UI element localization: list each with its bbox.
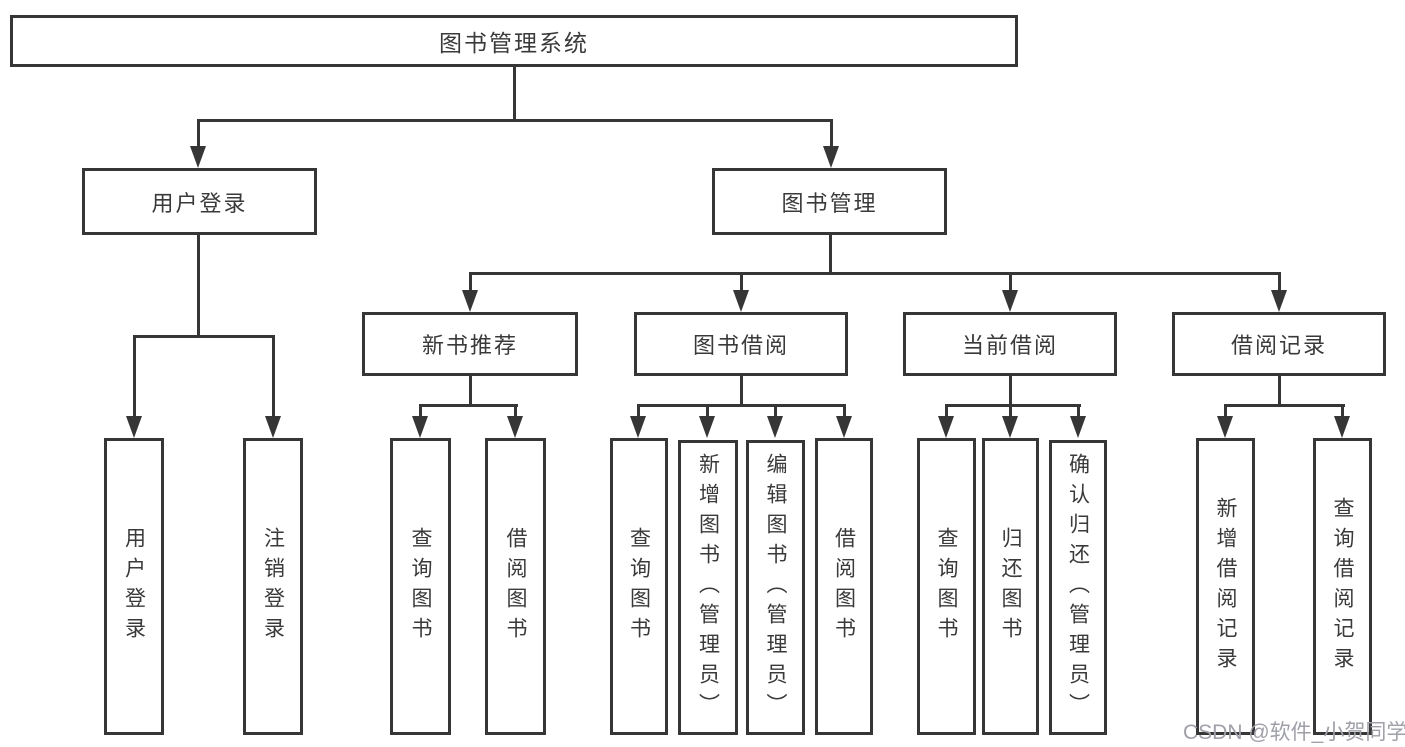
arrowhead-icon — [733, 290, 749, 312]
arrowhead-icon — [462, 290, 478, 312]
arrowhead-icon — [507, 416, 523, 438]
node-current-borrow: 当前借阅 — [903, 312, 1117, 376]
node-label: 编辑图书（管理员） — [764, 452, 787, 723]
leaf-user-login: 用户登录 — [104, 438, 164, 735]
leaf-query-book-borrow: 查询图书 — [610, 438, 668, 735]
arrowhead-icon — [265, 416, 281, 438]
connector-line — [419, 404, 422, 418]
connector-line — [1278, 376, 1281, 407]
leaf-return-book: 归还图书 — [982, 438, 1039, 735]
arrowhead-icon — [836, 416, 852, 438]
leaf-logout: 注销登录 — [243, 438, 303, 735]
connector-line — [1278, 272, 1281, 292]
arrowhead-icon — [938, 416, 954, 438]
arrowhead-icon — [190, 146, 206, 168]
csdn-watermark: CSDN @软件_小贺同学 — [1183, 721, 1405, 744]
connector-line — [1341, 404, 1344, 418]
arrowhead-icon — [767, 416, 783, 438]
arrowhead-icon — [126, 416, 142, 438]
node-book-management: 图书管理 — [712, 168, 947, 235]
node-label: 查询图书 — [409, 526, 432, 647]
arrowhead-icon — [630, 416, 646, 438]
connector-line — [706, 404, 709, 418]
connector-line — [1009, 272, 1012, 292]
connector-line — [469, 376, 472, 407]
leaf-add-book-admin: 新增图书（管理员） — [678, 440, 738, 735]
node-label: 注销登录 — [261, 526, 285, 647]
arrowhead-icon — [1070, 416, 1086, 438]
leaf-borrow-book-recommend: 借阅图书 — [485, 438, 546, 735]
node-label: 图书管理系统 — [439, 30, 589, 56]
connector-line — [133, 335, 275, 338]
node-label: 查询借阅记录 — [1331, 496, 1354, 677]
node-label: 借阅图书 — [504, 526, 527, 647]
node-label: 借阅图书 — [832, 526, 856, 647]
node-label: 归还图书 — [999, 526, 1022, 647]
node-label: 用户登录 — [122, 526, 146, 647]
connector-line — [1224, 404, 1227, 418]
connector-line — [637, 404, 846, 407]
connector-line — [637, 404, 640, 418]
connector-line — [272, 335, 275, 419]
node-user-login: 用户登录 — [82, 168, 317, 235]
connector-line — [469, 272, 472, 292]
node-label: 借阅记录 — [1230, 333, 1327, 358]
node-root-library-system: 图书管理系统 — [10, 15, 1018, 67]
connector-line — [469, 272, 1281, 275]
connector-line — [1077, 404, 1080, 418]
connector-line — [514, 404, 517, 418]
node-label: 图书借阅 — [692, 333, 789, 358]
connector-line — [945, 404, 1081, 407]
arrowhead-icon — [823, 146, 839, 168]
node-book-borrow: 图书借阅 — [634, 312, 848, 376]
leaf-query-book-current: 查询图书 — [917, 438, 976, 735]
arrowhead-icon — [1334, 416, 1350, 438]
leaf-query-borrow-record: 查询借阅记录 — [1313, 438, 1372, 735]
arrowhead-icon — [1002, 290, 1018, 312]
node-label: 新书推荐 — [421, 333, 518, 358]
connector-line — [197, 235, 200, 338]
node-label: 查询图书 — [935, 526, 958, 647]
node-label: 用户登录 — [151, 190, 248, 216]
connector-line — [1009, 376, 1012, 407]
connector-line — [1009, 404, 1012, 418]
leaf-confirm-return-admin: 确认归还（管理员） — [1049, 440, 1107, 735]
connector-line — [740, 272, 743, 292]
connector-line — [829, 235, 832, 274]
connector-line — [133, 335, 136, 419]
connector-line — [513, 66, 516, 122]
node-borrow-record: 借阅记录 — [1172, 312, 1386, 376]
node-label: 图书管理 — [781, 190, 878, 216]
node-label: 确认归还（管理员） — [1066, 452, 1090, 723]
node-label: 新增借阅记录 — [1214, 496, 1237, 677]
connector-line — [740, 376, 743, 407]
connector-line — [197, 119, 833, 122]
leaf-query-book-recommend: 查询图书 — [390, 438, 451, 735]
leaf-edit-book-admin: 编辑图书（管理员） — [746, 440, 805, 735]
connector-line — [945, 404, 948, 418]
node-label: 当前借阅 — [961, 333, 1058, 358]
arrowhead-icon — [412, 416, 428, 438]
leaf-borrow-book: 借阅图书 — [815, 438, 873, 735]
leaf-add-borrow-record: 新增借阅记录 — [1196, 438, 1255, 735]
node-label: 查询图书 — [627, 526, 651, 647]
connector-line — [419, 404, 518, 407]
connector-line — [774, 404, 777, 418]
connector-line — [843, 404, 846, 418]
node-label: 新增图书（管理员） — [696, 452, 720, 723]
connector-line — [1224, 404, 1345, 407]
arrowhead-icon — [1002, 416, 1018, 438]
node-new-book-recommend: 新书推荐 — [362, 312, 578, 376]
connector-line — [197, 119, 200, 149]
arrowhead-icon — [1271, 290, 1287, 312]
arrowhead-icon — [1217, 416, 1233, 438]
arrowhead-icon — [699, 416, 715, 438]
connector-line — [830, 119, 833, 149]
